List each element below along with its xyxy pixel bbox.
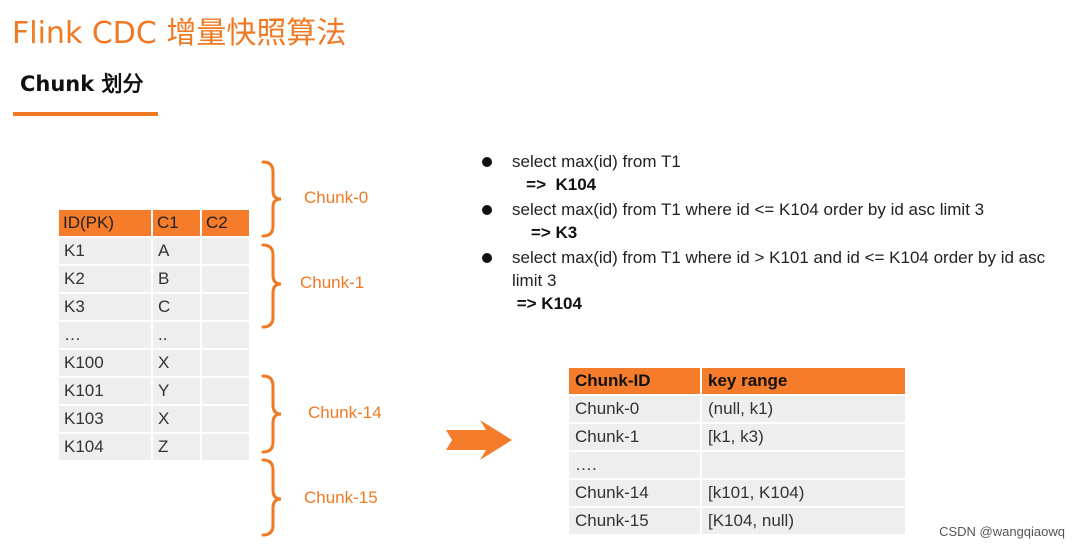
table-cell: [k1, k3) <box>702 424 905 450</box>
table-cell: Chunk-1 <box>569 424 700 450</box>
header-cell: Chunk-ID <box>569 368 700 394</box>
bracket-chunk-15 <box>261 458 282 537</box>
table-cell: K3 <box>59 294 151 320</box>
bracket-chunk-1 <box>261 243 282 329</box>
table-cell: … <box>59 322 151 348</box>
bracket-chunk-14 <box>261 374 282 454</box>
bullet-icon <box>482 205 492 215</box>
bullet-icon <box>482 253 492 263</box>
table-cell <box>202 350 249 376</box>
table-row: Chunk-14 [k101, K104) <box>569 480 905 506</box>
table-row: …. <box>569 452 905 478</box>
table-cell: K101 <box>59 378 151 404</box>
table-cell: B <box>153 266 200 292</box>
table-row: K3 C <box>59 294 249 320</box>
query-sql: select max(id) from T1 <box>512 152 681 171</box>
page-title: Flink CDC 增量快照算法 <box>12 16 347 51</box>
table-cell: Y <box>153 378 200 404</box>
table-cell: …. <box>569 452 700 478</box>
query-result: => K104 <box>512 175 597 194</box>
table-cell <box>202 434 249 460</box>
header-cell: key range <box>702 368 905 394</box>
table-cell: (null, k1) <box>702 396 905 422</box>
table-cell: X <box>153 406 200 432</box>
table-cell: K2 <box>59 266 151 292</box>
table-cell: K1 <box>59 238 151 264</box>
table-cell <box>202 266 249 292</box>
table-cell: Chunk-0 <box>569 396 700 422</box>
table-cell <box>202 238 249 264</box>
table-cell: Z <box>153 434 200 460</box>
watermark: CSDN @wangqiaowq <box>939 524 1065 539</box>
table-cell: [k101, K104) <box>702 480 905 506</box>
header-cell: C2 <box>202 210 249 236</box>
query-result: => K3 <box>512 223 578 242</box>
range-table-header: Chunk-ID key range <box>569 368 905 394</box>
table-cell: C <box>153 294 200 320</box>
list-item: select max(id) from T1 where id > K101 a… <box>482 246 1067 315</box>
table-cell: K104 <box>59 434 151 460</box>
table-cell: .. <box>153 322 200 348</box>
subtitle-underline <box>13 112 158 116</box>
table-cell <box>202 322 249 348</box>
table-cell <box>702 452 905 478</box>
header-cell: C1 <box>153 210 200 236</box>
table-row: K104 Z <box>59 434 249 460</box>
query-list: select max(id) from T1 => K104 select ma… <box>482 150 1067 317</box>
chunk-range-table: Chunk-ID key range Chunk-0 (null, k1) Ch… <box>567 366 907 536</box>
table-cell <box>202 378 249 404</box>
table-cell: [K104, null) <box>702 508 905 534</box>
chunk-label-0: Chunk-0 <box>304 188 369 207</box>
list-item: select max(id) from T1 => K104 <box>482 150 1067 196</box>
table-row: … .. <box>59 322 249 348</box>
table-row: Chunk-0 (null, k1) <box>569 396 905 422</box>
table-cell <box>202 406 249 432</box>
table-row: Chunk-15 [K104, null) <box>569 508 905 534</box>
table-cell: K103 <box>59 406 151 432</box>
chunk-label-15: Chunk-15 <box>304 488 378 507</box>
source-table: ID(PK) C1 C2 K1 A K2 B K3 C … .. K100 X <box>57 208 251 462</box>
table-cell: X <box>153 350 200 376</box>
table-row: K100 X <box>59 350 249 376</box>
table-cell: K100 <box>59 350 151 376</box>
table-row: Chunk-1 [k1, k3) <box>569 424 905 450</box>
section-subtitle: Chunk 划分 <box>20 72 144 96</box>
table-cell: Chunk-14 <box>569 480 700 506</box>
table-row: K101 Y <box>59 378 249 404</box>
table-cell: A <box>153 238 200 264</box>
chunk-label-14: Chunk-14 <box>308 403 382 422</box>
query-sql: select max(id) from T1 where id > K101 a… <box>512 248 1046 290</box>
table-row: K103 X <box>59 406 249 432</box>
chunk-label-1: Chunk-1 <box>300 273 365 292</box>
source-table-header: ID(PK) C1 C2 <box>59 210 249 236</box>
list-item: select max(id) from T1 where id <= K104 … <box>482 198 1067 244</box>
table-row: K2 B <box>59 266 249 292</box>
header-cell: ID(PK) <box>59 210 151 236</box>
table-row: K1 A <box>59 238 249 264</box>
table-cell: Chunk-15 <box>569 508 700 534</box>
table-cell <box>202 294 249 320</box>
bracket-chunk-0 <box>261 160 282 238</box>
bullet-icon <box>482 157 492 167</box>
query-sql: select max(id) from T1 where id <= K104 … <box>512 200 985 219</box>
query-result: => K104 <box>512 294 582 313</box>
right-arrow-icon <box>446 420 512 460</box>
